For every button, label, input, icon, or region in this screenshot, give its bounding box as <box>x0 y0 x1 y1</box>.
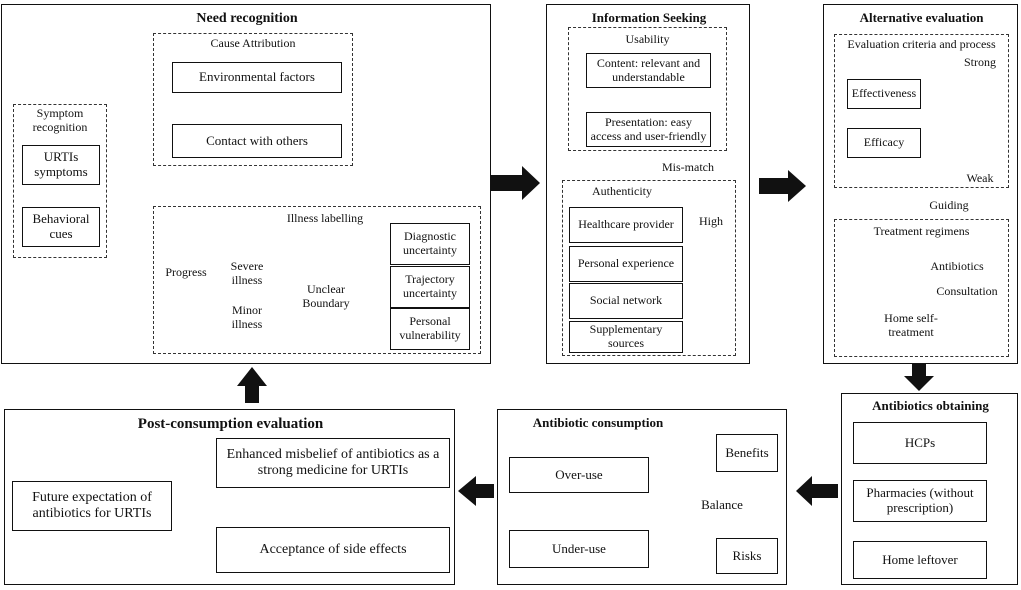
minor-illness-label: Minor illness <box>231 303 263 331</box>
underuse-box: Under-use <box>509 530 649 568</box>
acceptance-side-effects-box: Acceptance of side effects <box>216 527 450 573</box>
usability-title: Usability <box>625 32 670 46</box>
balance-label: Balance <box>701 497 743 512</box>
unclear-boundary-label: Unclear Boundary <box>302 282 350 310</box>
guiding-label: Guiding <box>929 198 969 212</box>
diagnostic-uncertainty-box: Diagnostic uncertainty <box>390 223 470 265</box>
effectiveness-box: Effectiveness <box>847 79 921 109</box>
contact-with-others-box: Contact with others <box>172 124 342 158</box>
authenticity-item-supplementary-sources: Supplementary sources <box>569 321 683 353</box>
evaluation-criteria-group <box>834 34 1009 188</box>
strong-label: Strong <box>963 55 996 69</box>
arrow-alt-to-obtain <box>904 364 934 391</box>
trajectory-uncertainty-box: Trajectory uncertainty <box>390 266 470 308</box>
weak-label: Weak <box>966 171 994 185</box>
antibiotics-obtaining-title: Antibiotics obtaining <box>872 398 989 413</box>
antibiotics-label: Antibiotics <box>930 259 984 273</box>
home-self-treatment-label: Home self-treatment <box>884 311 938 339</box>
mismatch-label: Mis-match <box>662 160 714 174</box>
treatment-regimens-title: Treatment regimens <box>873 224 970 238</box>
alternative-evaluation-panel: Alternative evaluation <box>823 4 1018 364</box>
arrow-obtain-to-consumption <box>796 476 838 506</box>
evaluation-criteria-title: Evaluation criteria and process <box>847 37 996 51</box>
arrow-consumption-to-post <box>458 476 494 506</box>
treatment-regimens-group <box>834 219 1009 357</box>
authenticity-item-healthcare-provider: Healthcare provider <box>569 207 683 243</box>
authenticity-item-social-network: Social network <box>569 283 683 319</box>
authenticity-group <box>562 180 736 356</box>
environmental-factors-box: Environmental factors <box>172 62 342 93</box>
benefits-box: Benefits <box>716 434 778 472</box>
illness-labelling-title: Illness labelling <box>286 211 364 225</box>
progress-label: Progress <box>165 265 207 279</box>
overuse-box: Over-use <box>509 457 649 493</box>
enhanced-misbelief-box: Enhanced misbelief of antibiotics as a s… <box>216 438 450 488</box>
severe-illness-label: Severe illness <box>230 259 264 287</box>
need-recognition-title: Need recognition <box>196 11 298 26</box>
consultation-label: Consultation <box>936 284 998 298</box>
personal-vulnerability-box: Personal vulnerability <box>390 308 470 350</box>
arrow-info-to-alt <box>759 170 806 202</box>
antibiotic-consumption-title: Antibiotic consumption <box>532 415 664 430</box>
illness-labelling-group <box>153 206 481 354</box>
future-expectation-box: Future expectation of antibiotics for UR… <box>12 481 172 531</box>
information-seeking-title: Information Seeking <box>591 10 707 25</box>
authenticity-title: Authenticity <box>592 184 652 198</box>
post-consumption-title: Post-consumption evaluation <box>137 416 324 432</box>
risks-box: Risks <box>716 538 778 574</box>
symptom-recognition-title: Symptom recognition <box>32 106 88 134</box>
urtis-symptoms-box: URTIs symptoms <box>22 145 100 185</box>
arrow-post-to-need <box>237 367 267 403</box>
cause-attribution-group <box>153 33 353 166</box>
presentation-box: Presentation: easy access and user-frien… <box>586 112 711 147</box>
authenticity-item-personal-experience: Personal experience <box>569 246 683 282</box>
symptom-recognition-group <box>13 104 107 258</box>
usability-group <box>568 27 727 151</box>
alternative-evaluation-title: Alternative evaluation <box>859 10 984 25</box>
arrow-need-to-info <box>491 166 540 200</box>
behavioral-cues-box: Behavioral cues <box>22 207 100 247</box>
obtaining-item-home-leftover: Home leftover <box>853 541 987 579</box>
efficacy-box: Efficacy <box>847 128 921 158</box>
high-label: High <box>699 214 723 228</box>
obtaining-item-pharmacies: Pharmacies (without prescription) <box>853 480 987 522</box>
content-box: Content: relevant and understandable <box>586 53 711 88</box>
cause-attribution-title: Cause Attribution <box>210 36 296 50</box>
obtaining-item-hcps: HCPs <box>853 422 987 464</box>
